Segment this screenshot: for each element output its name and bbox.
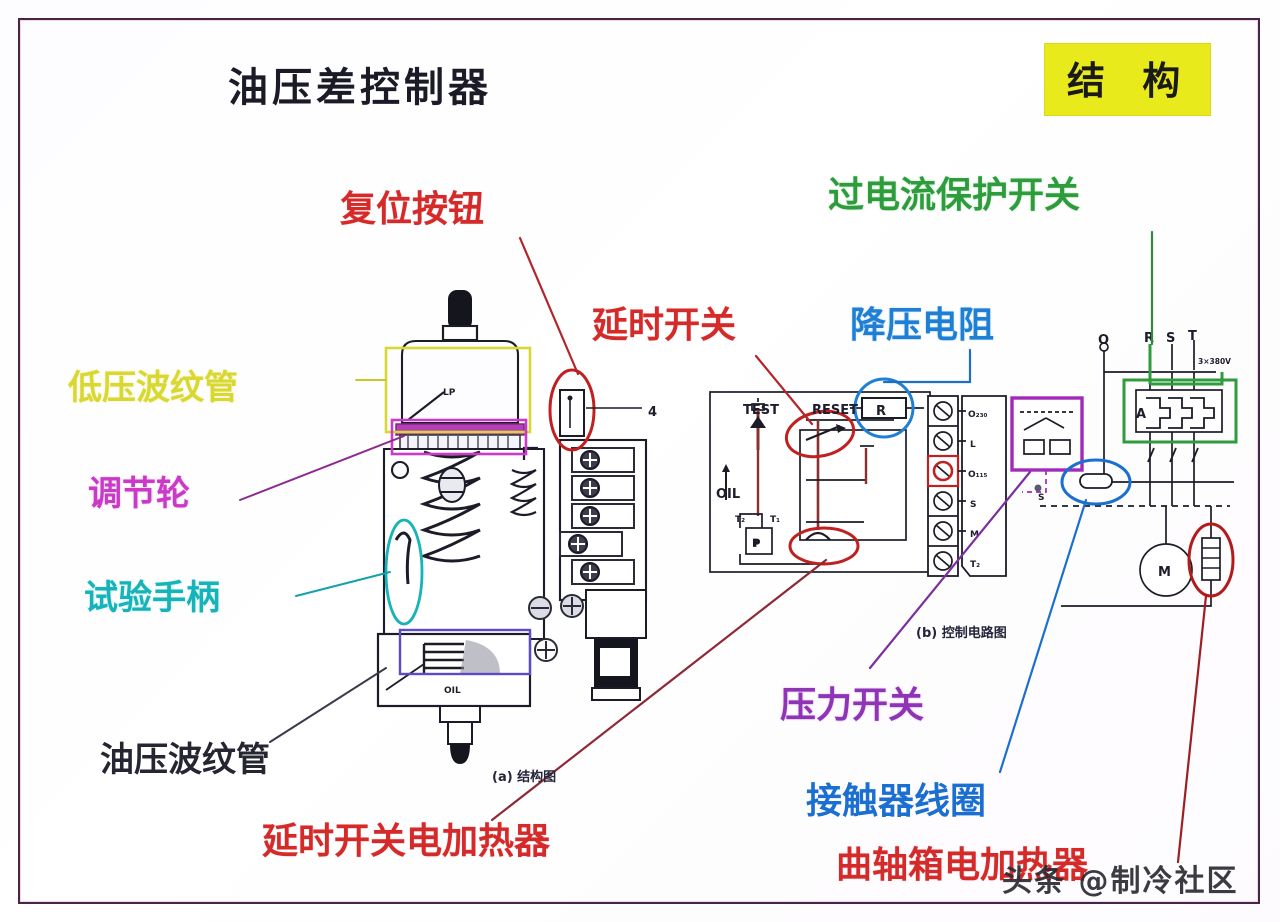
- label-lp-bellows: 低压波纹管: [68, 368, 238, 408]
- label-test-handle: 试验手柄: [84, 578, 220, 618]
- caption-structure: (a) 结构图: [492, 770, 557, 785]
- label-contactor-coil: 接触器线圈: [806, 781, 987, 822]
- page-title: 油压差控制器: [228, 65, 492, 111]
- status-badge: 结 构: [1045, 44, 1211, 115]
- label-adjusting-wheel: 调节轮: [88, 474, 190, 514]
- label-delay-switch: 延时开关: [592, 305, 737, 346]
- label-delay-switch-heater: 延时开关电加热器: [262, 821, 551, 862]
- watermark: 头条 @制冷社区: [1002, 864, 1239, 899]
- label-crankcase-heater: 曲轴箱电加热器: [836, 845, 1089, 886]
- page-border: [18, 18, 1260, 904]
- label-reset-button: 复位按钮: [340, 189, 485, 230]
- label-drop-resistor: 降压电阻: [850, 305, 995, 346]
- caption-circuit: (b) 控制电路图: [916, 626, 1007, 641]
- label-oil-bellows: 油压波纹管: [100, 740, 270, 780]
- label-overcurrent-switch: 过电流保护开关: [828, 175, 1081, 216]
- label-pressure-switch: 压力开关: [780, 685, 925, 726]
